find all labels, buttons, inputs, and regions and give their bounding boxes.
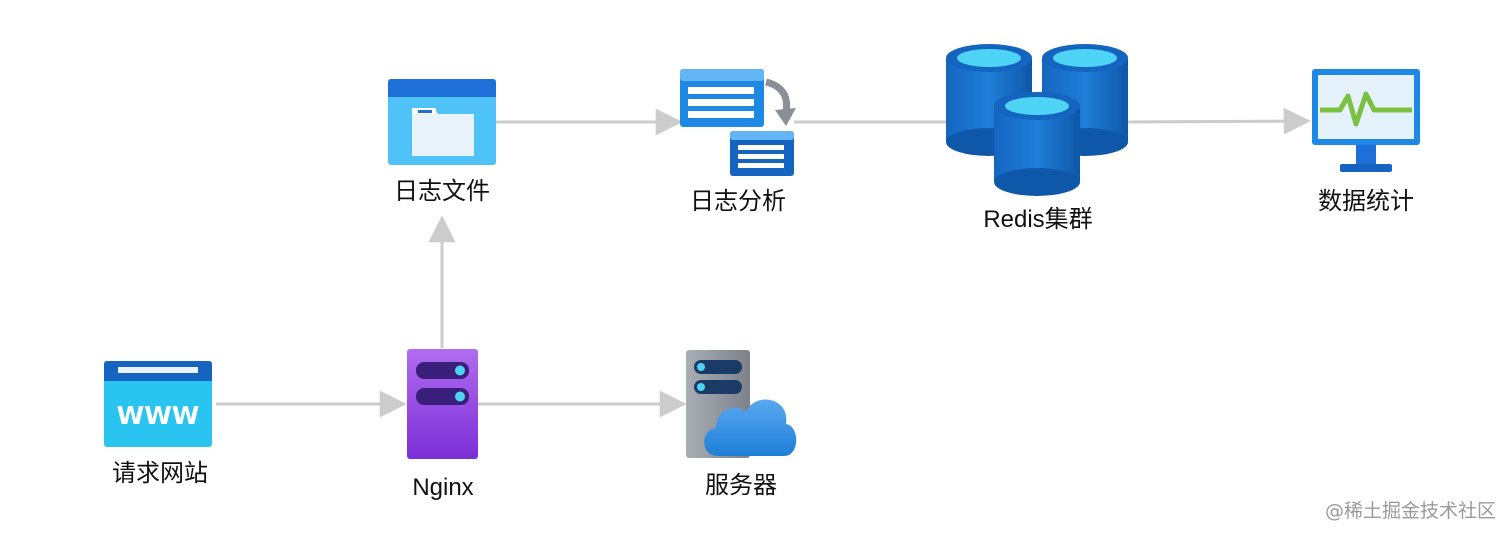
website-icon: WWW: [104, 361, 212, 447]
label-log-analysis: 日志分析: [690, 188, 786, 215]
watermark-text: @稀土掘金技术社区: [1324, 500, 1496, 522]
arrow-redis-to-statistics: [1127, 107, 1311, 135]
label-nginx: Nginx: [412, 474, 474, 501]
server-cloud-icon: [686, 350, 797, 458]
redis-cluster-icon: [946, 44, 1128, 196]
www-icon-text: WWW: [117, 401, 200, 430]
label-website: 请求网站: [112, 460, 208, 487]
connectors: [216, 107, 1311, 418]
label-statistics: 数据统计: [1318, 188, 1414, 215]
statistics-monitor-icon: [1312, 69, 1420, 172]
label-redis-cluster: Redis集群: [983, 206, 1093, 233]
log-analysis-icon: [680, 69, 796, 176]
database-cylinder-icon: [994, 92, 1080, 196]
label-log-file: 日志文件: [394, 178, 490, 205]
log-file-icon: [388, 79, 496, 165]
label-server: 服务器: [705, 472, 777, 499]
nginx-server-icon: [407, 349, 478, 459]
